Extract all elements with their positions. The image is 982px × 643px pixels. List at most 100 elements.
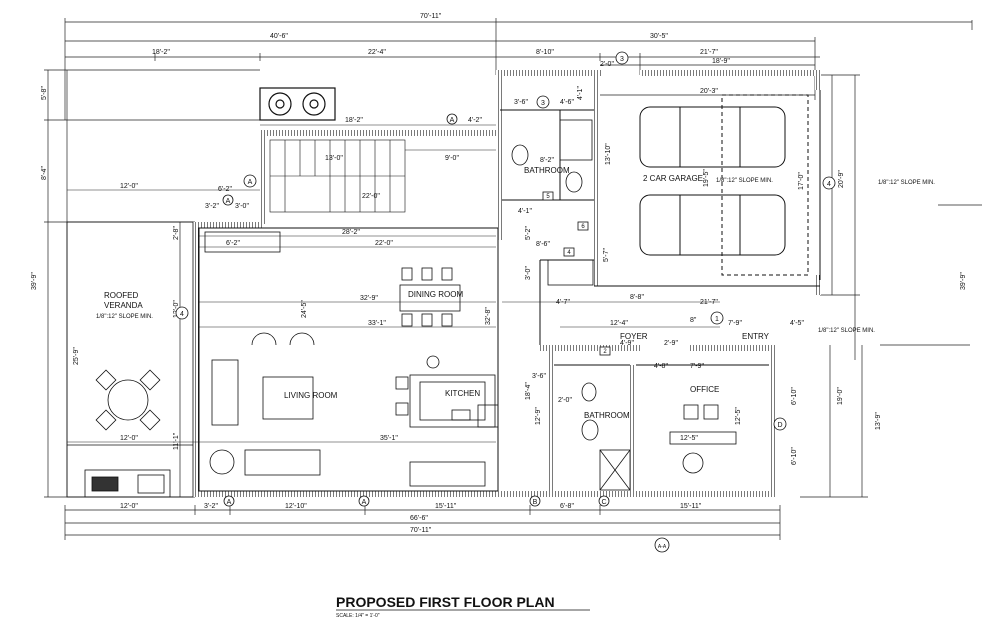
dim-overall-left: 39'-9"	[31, 272, 38, 290]
marker-a-4: A	[226, 198, 231, 205]
marker-6: 6	[581, 224, 585, 230]
dim-c: 9'-0"	[445, 155, 459, 162]
hvac-units	[259, 87, 336, 121]
square-marker-labels: 5 6 4 2	[546, 194, 607, 355]
dim-garage-depth: 20'-9"	[838, 170, 845, 188]
room-bathroom-upper: BATHROOM	[524, 166, 570, 175]
marker-3-a: 3	[541, 100, 545, 107]
dim-mid-bay: 22'-4"	[368, 49, 386, 56]
room-kitchen: KITCHEN	[445, 389, 480, 398]
dim-ah: 18'-4"	[525, 382, 532, 400]
dim-r: 8'-2"	[540, 157, 554, 164]
dim-al: 12'-5"	[680, 435, 698, 442]
drawing-title: PROPOSED FIRST FLOOR PLAN	[336, 594, 555, 610]
dim-overall-top: 70'-11"	[420, 13, 442, 20]
dim-s: 4'-1"	[518, 208, 532, 215]
entry-slope: 1/8":12" SLOPE MIN.	[818, 328, 875, 334]
marker-b: B	[533, 499, 538, 506]
dim-x: 8'-8"	[630, 294, 644, 301]
bath-fixtures	[511, 119, 737, 491]
dim-t: 8'-6"	[536, 241, 550, 248]
dim-garage-inner: 18'-9"	[712, 58, 730, 65]
marker-3-b: 3	[620, 56, 624, 63]
marker-a-1: A	[227, 499, 232, 506]
dim-e: 12'-0"	[120, 183, 138, 190]
dim-at: 8"	[690, 317, 697, 324]
veranda-label-line2: VERANDA	[104, 301, 143, 310]
room-bathroom-lower: BATHROOM	[584, 411, 630, 420]
veranda-slope: 1/8":12" SLOPE MIN.	[96, 314, 153, 320]
dim-lower-right: 19'-0"	[837, 387, 844, 405]
dim-overall-right: 39'-9"	[960, 272, 967, 290]
dim-veranda-bottom: 12'-0"	[120, 503, 138, 510]
dim-ar: 2'-0"	[600, 61, 614, 68]
dim-aa: 4'-9"	[620, 340, 634, 347]
dim-k: 6'-2"	[226, 240, 240, 247]
room-entry: ENTRY	[742, 332, 770, 341]
room-office: OFFICE	[690, 385, 719, 394]
dim-dining-offset: 12'-0"	[173, 300, 180, 318]
dim-l: 32'-9"	[360, 295, 378, 302]
dim-ad: 4'-5"	[790, 320, 804, 327]
dim-garage-bay: 21'-7"	[700, 49, 718, 56]
dim-garage-inner-depth: 17'-0"	[798, 172, 805, 190]
roofed-veranda	[66, 221, 194, 498]
marker-a-2: A	[362, 499, 367, 506]
drawing-scale: SCALE: 1/4" = 1'-0"	[336, 613, 380, 619]
dim-ag: 12'-9"	[535, 407, 542, 425]
veranda-label-line1: ROOFED	[104, 291, 138, 300]
dim-lower-right-b: 13'-9"	[875, 412, 882, 430]
dim-am: 6'-10"	[791, 387, 798, 405]
marker-4-left: 4	[180, 311, 184, 318]
dim-lower-left: 25'-9"	[73, 347, 80, 365]
dim-u: 5'-2"	[525, 226, 532, 240]
marker-c: C	[601, 499, 606, 506]
marker-4-sq: 4	[567, 250, 571, 256]
dim-seg-d: 6'-8"	[560, 503, 574, 510]
room-living: LIVING ROOM	[284, 391, 338, 400]
marker-1: 1	[715, 316, 719, 323]
dim-overall-bottom: 70'-11"	[410, 527, 432, 534]
dim-garage-run: 30'-5"	[650, 33, 668, 40]
room-dining: DINING ROOM	[408, 290, 463, 299]
dim-b: 4'-2"	[468, 117, 482, 124]
dim-j: 22'-0"	[375, 240, 393, 247]
dim-av: 22'-0"	[362, 193, 380, 200]
dim-ai: 3'-6"	[532, 373, 546, 380]
dim-aq: 32'-8"	[485, 307, 492, 325]
dim-g: 3'-2"	[205, 203, 219, 210]
dim-ap: 5'-7"	[603, 248, 610, 262]
bottom-dimensions	[64, 505, 781, 540]
marker-d: D	[777, 422, 782, 429]
dim-a: 18'-2"	[345, 117, 363, 124]
driveway-slope: 1/8":12" SLOPE MIN.	[878, 180, 935, 186]
dim-garage-side: 19'-5"	[703, 169, 710, 187]
dim-ak: 12'-5"	[735, 407, 742, 425]
dim-stair-bay: 8'-10"	[536, 49, 554, 56]
veranda-table	[95, 369, 161, 431]
dim-o: 12'-0"	[120, 435, 138, 442]
dim-h: 3'-0"	[235, 203, 249, 210]
exterior-walls	[193, 70, 821, 497]
dim-ao: 13'-10"	[605, 143, 612, 165]
dim-house-bottom: 66'-6"	[410, 515, 428, 522]
staircase	[269, 139, 406, 213]
dim-v: 3'-0"	[525, 266, 532, 280]
dim-z: 12'-4"	[610, 320, 628, 327]
room-garage: 2 CAR GARAGE	[643, 174, 703, 183]
dim-seg-e: 15'-11"	[680, 503, 702, 510]
dim-ae: 4'-8"	[654, 363, 668, 370]
dim-upper-2: 8'-4"	[41, 166, 48, 180]
dim-f: 6'-2"	[218, 186, 232, 193]
north-marker: A-A	[658, 544, 667, 550]
dim-i: 28'-2"	[342, 229, 360, 236]
dim-bottom-offset: 11'-1"	[173, 432, 180, 450]
marker-5: 5	[546, 194, 550, 200]
dim-af: 7'-9"	[690, 363, 704, 370]
grid-markers	[175, 51, 836, 553]
right-dimensions	[800, 20, 982, 498]
furniture	[204, 231, 499, 487]
dim-left-bay: 18'-2"	[152, 49, 170, 56]
grid-marker-labels: A A B C D 4 A A A 1 3 3 4 A-A	[180, 56, 831, 550]
dim-as: 4'-1"	[577, 86, 584, 100]
